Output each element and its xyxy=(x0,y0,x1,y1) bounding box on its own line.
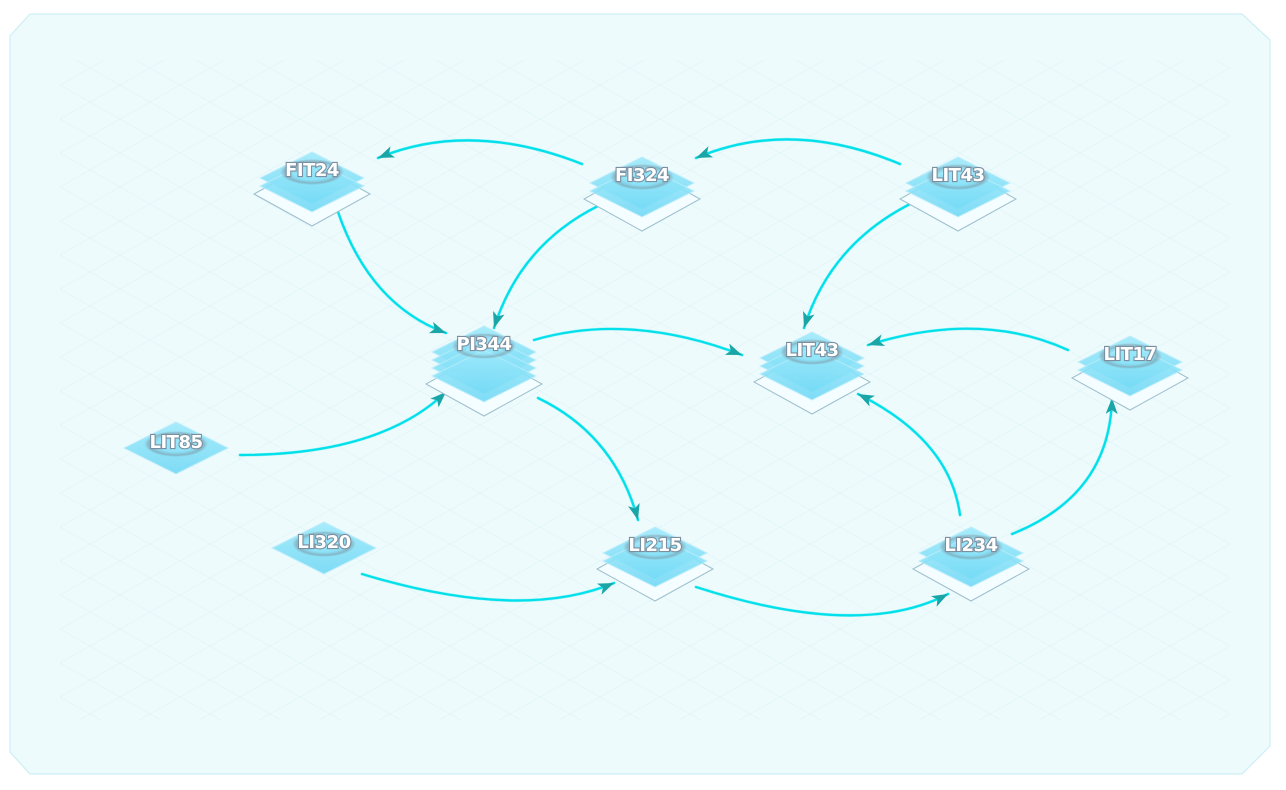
node-label: LI320 xyxy=(297,532,350,553)
arrow-head xyxy=(858,394,875,407)
arrow-head xyxy=(724,343,742,355)
arrow-head xyxy=(493,310,505,328)
edge-lit43_top-to-fi324 xyxy=(694,137,902,166)
node-fit24[interactable]: FIT24 xyxy=(252,151,372,227)
edge-line xyxy=(238,390,448,457)
tile-layer xyxy=(430,349,538,403)
edge-line xyxy=(856,392,962,517)
node-li215[interactable]: LI215 xyxy=(595,526,715,602)
edge-li234-to-lit43_mid xyxy=(856,392,962,517)
node-label: FI324 xyxy=(615,165,669,186)
label-ring xyxy=(292,531,356,557)
arrow-head xyxy=(428,321,446,334)
arrow-head xyxy=(696,146,714,158)
label-ring xyxy=(610,164,674,190)
edge-pi344-to-lit43_mid xyxy=(532,327,744,357)
label-ring xyxy=(939,534,1003,560)
node-fi324[interactable]: FI324 xyxy=(582,156,702,232)
arrow-head xyxy=(803,310,815,328)
edge-line xyxy=(536,396,640,522)
edge-line xyxy=(532,327,744,357)
arrow-head xyxy=(628,502,640,520)
label-ring xyxy=(780,339,844,365)
edge-lit43_top-to-lit43_mid xyxy=(802,202,912,330)
edge-line xyxy=(694,138,902,166)
edge-lit17-to-lit43_mid xyxy=(866,327,1070,352)
arrow-head xyxy=(430,392,446,408)
arrow-head xyxy=(868,334,886,346)
arrow-head xyxy=(931,594,948,607)
node-label: FIT24 xyxy=(285,160,339,181)
node-lit43-top[interactable]: LIT43 xyxy=(898,156,1018,232)
node-label: LI215 xyxy=(628,535,681,556)
edge-li234-to-lit17 xyxy=(1010,396,1118,536)
arrow-head xyxy=(1105,398,1118,415)
node-pi344[interactable]: PI344 xyxy=(424,325,544,417)
edge-fi324-to-pi344 xyxy=(492,204,600,330)
label-ring xyxy=(452,333,516,359)
edge-pi344-to-li215 xyxy=(536,396,640,522)
edge-li320-to-li215 xyxy=(360,572,616,603)
node-lit43-mid[interactable]: LIT43 xyxy=(752,331,872,415)
node-label: LI234 xyxy=(944,535,997,556)
node-lit17[interactable]: LIT17 xyxy=(1070,335,1190,411)
node-li320[interactable]: LI320 xyxy=(270,521,378,575)
edges-layer xyxy=(238,137,1118,617)
edge-lit85-to-pi344 xyxy=(238,390,448,457)
edge-line xyxy=(376,139,584,166)
edge-line xyxy=(492,204,600,330)
arrow-head xyxy=(378,146,396,158)
label-ring xyxy=(1098,343,1162,369)
edge-line xyxy=(360,572,616,602)
edge-line xyxy=(1010,396,1114,536)
label-ring xyxy=(280,159,344,185)
node-label: LIT85 xyxy=(150,432,203,453)
label-ring xyxy=(926,164,990,190)
node-lit85[interactable]: LIT85 xyxy=(122,421,230,475)
node-label: LIT17 xyxy=(1104,344,1157,365)
node-li234[interactable]: LI234 xyxy=(911,526,1031,602)
edge-line xyxy=(802,202,912,330)
node-label: PI344 xyxy=(457,334,512,355)
edge-fit24-to-pi344 xyxy=(336,210,448,335)
node-label: LIT43 xyxy=(786,340,839,361)
label-ring xyxy=(623,534,687,560)
edge-li215-to-li234 xyxy=(694,585,950,617)
tile-layer xyxy=(758,347,866,401)
edge-fi324-to-fit24 xyxy=(376,138,584,166)
arrow-head xyxy=(596,583,614,595)
label-ring xyxy=(144,431,208,457)
edge-line xyxy=(694,585,950,617)
edge-line xyxy=(336,210,448,335)
edge-line xyxy=(866,327,1070,352)
node-label: LIT43 xyxy=(932,165,985,186)
